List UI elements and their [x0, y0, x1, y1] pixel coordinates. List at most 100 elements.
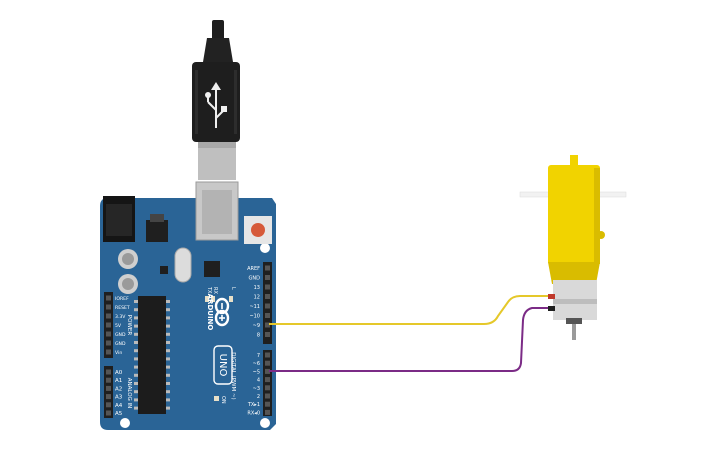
mcu-pin [166, 324, 170, 328]
mcu-pin [134, 390, 138, 394]
wire-purple-pin5[interactable] [269, 307, 552, 372]
analog-pin-hole[interactable] [106, 410, 111, 416]
arduino-infinity-logo [214, 297, 230, 327]
mcu-pin [134, 316, 138, 320]
dc-gear-motor[interactable] [519, 155, 627, 340]
digital-pin-label: ~3 [253, 386, 260, 392]
mcu-pin [166, 332, 170, 336]
dc-power-jack-face [106, 204, 132, 236]
digital-pin-label: ~9 [253, 323, 260, 329]
motor-rear-shaft [572, 318, 576, 340]
power-pin-hole[interactable] [106, 331, 111, 337]
analog-pin-hole[interactable] [106, 369, 111, 375]
digital-pin-hole[interactable] [265, 294, 270, 299]
mcu-pin [134, 398, 138, 402]
power-pin-label: RESET [115, 305, 130, 311]
digital-pin-label: 4 [257, 378, 260, 384]
digital-pin-hole[interactable] [265, 377, 270, 383]
analog-pin-label: A2 [115, 386, 122, 392]
digital-pin-hole[interactable] [265, 303, 270, 309]
mcu-pin [134, 349, 138, 353]
analog-pin-hole[interactable] [106, 377, 111, 383]
digital-pin-hole[interactable] [265, 385, 270, 391]
analog-header[interactable] [104, 366, 113, 418]
mounting-hole [260, 243, 270, 253]
digital-header-top[interactable] [263, 262, 272, 344]
digital-pin-label: 8 [257, 333, 260, 339]
analog-pin-label: A1 [115, 378, 122, 384]
digital-pin-hole[interactable] [265, 275, 270, 280]
analog-pin-hole[interactable] [106, 402, 111, 408]
usb-strain-relief [203, 38, 233, 62]
mcu-pin [166, 316, 170, 320]
power-pin-hole[interactable] [106, 304, 111, 310]
digital-pin-hole[interactable] [265, 265, 270, 271]
mcu-pin [166, 373, 170, 377]
atmega-microcontroller [138, 296, 166, 414]
mcu-pin [166, 349, 170, 353]
digital-pin-label: 12 [254, 295, 260, 301]
digital-pin-label: 13 [254, 285, 260, 291]
analog-pin-label: A5 [115, 411, 123, 417]
mounting-hole [120, 418, 130, 428]
power-pin-label: IOREF [115, 296, 129, 302]
crystal-oscillator [174, 247, 192, 283]
mcu-pin [166, 398, 170, 402]
power-pin-hole[interactable] [106, 313, 111, 319]
reset-button[interactable] [251, 223, 265, 237]
digital-header-bottom[interactable] [263, 350, 272, 416]
power-pin-hole[interactable] [106, 340, 111, 346]
l-led-label: L [230, 287, 236, 290]
mcu-pin [134, 324, 138, 328]
analog-pin-hole[interactable] [106, 385, 111, 391]
motor-gearbox-shade [594, 168, 600, 264]
mcu-pin [166, 300, 170, 303]
tx-led [205, 296, 209, 302]
mcu-pin [134, 357, 138, 361]
usb-plug-metal-shade [198, 142, 236, 148]
on-led [214, 396, 219, 401]
digital-pin-hole[interactable] [265, 401, 270, 407]
analog-pin-hole[interactable] [106, 394, 111, 400]
power-pin-hole[interactable] [106, 322, 111, 328]
motor-terminal-bottom[interactable] [548, 306, 555, 311]
mcu-pin [166, 341, 170, 344]
power-pin-label: 5V [115, 323, 122, 329]
mcu-pin [134, 373, 138, 377]
digital-pin-hole[interactable] [265, 352, 270, 358]
digital-pin-hole[interactable] [265, 284, 270, 290]
mcu-pin [134, 382, 138, 385]
mcu-pin [166, 365, 170, 369]
analog-pin-label: A4 [115, 403, 123, 409]
mcu-pin [134, 300, 138, 303]
usb-cable[interactable] [192, 20, 240, 180]
digital-pin-hole[interactable] [265, 360, 270, 366]
voltage-regulator [146, 220, 168, 242]
on-led-label: ON [220, 396, 226, 404]
digital-pin-label: RX◂0 [247, 410, 260, 416]
mcu-pin [166, 308, 170, 312]
wire-yellow-pin10[interactable] [269, 295, 552, 325]
motor-terminal-top[interactable] [548, 294, 555, 299]
usb-b-socket-inner [202, 190, 232, 234]
capacitor-top [122, 278, 134, 290]
capacitor-top [122, 253, 134, 265]
digital-pin-hole[interactable] [265, 409, 270, 415]
digital-pin-hole[interactable] [265, 332, 270, 337]
usb-icon [205, 82, 227, 128]
power-pin-hole[interactable] [106, 349, 111, 355]
mcu-pin-rows [134, 300, 170, 410]
usb-plug-metal [198, 142, 236, 180]
digital-pin-hole[interactable] [265, 322, 270, 328]
digital-pin-hole[interactable] [265, 313, 270, 318]
digital-pin-label: ~11 [249, 304, 260, 310]
digital-pin-hole[interactable] [265, 393, 270, 399]
voltage-regulator-tab [150, 214, 164, 222]
digital-pin-label: GND [249, 276, 261, 282]
power-pin-hole[interactable] [106, 295, 111, 301]
motor-rear-cap [566, 318, 582, 324]
digital-pin-hole[interactable] [265, 368, 270, 374]
